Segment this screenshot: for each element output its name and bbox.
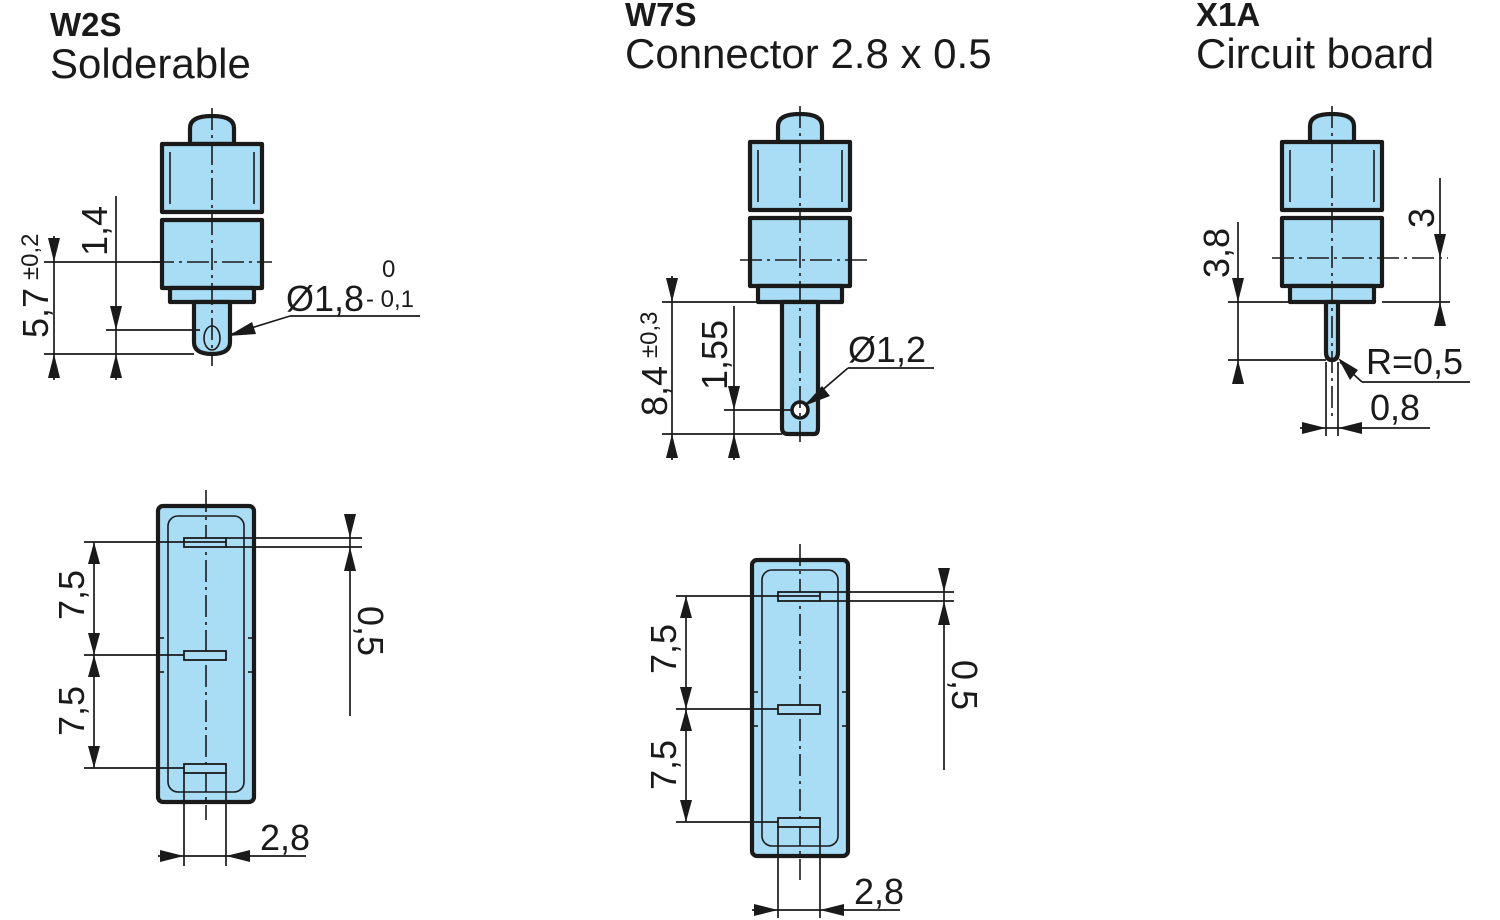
w2s-diameter-dim: Ø1,8 [286,278,364,319]
x1a-height-dim: 3,8 [1196,228,1237,278]
w2s-tab-thickness-dim: 0,5 [350,606,391,656]
x1a-pin-width-dim: 0,8 [1370,387,1420,428]
w7s-height-dim: 8,4 [634,366,675,416]
variant-title-x1a: Circuit board [1196,30,1435,77]
w7s-diameter-dim: Ø1,2 [848,329,926,370]
heading-w7s: W7S Connector 2.8 x 0.5 [625,0,992,75]
w7s-side-view: 8,4 ±0,3 1,55 Ø1,2 [634,106,934,460]
w2s-pitch-b-dim: 7,5 [51,686,92,736]
w2s-tab-width-dim: 2,8 [260,817,310,858]
w2s-offset-dim: 1,4 [74,206,115,256]
variant-title-w7s: Connector 2.8 x 0.5 [625,30,992,77]
variant-code-w2s: W2S [50,6,122,43]
w2s-top-view: 7,5 7,5 0,5 2,8 [51,490,391,866]
variant-title-w2s: Solderable [50,40,251,87]
heading-w2s: W2S Solderable [50,8,251,85]
w7s-tab-thickness-dim: 0,5 [944,660,985,710]
w2s-diameter-tol-upper: 0 [382,256,395,283]
w7s-terminal-2 [777,704,821,715]
x1a-offset-dim: 3 [1401,208,1442,228]
w2s-diameter-tol-lower: - 0,1 [366,286,414,313]
w2s-terminal-3 [183,763,227,774]
w2s-terminal-2 [183,650,227,661]
w7s-pitch-b-dim: 7,5 [643,740,684,790]
w2s-side-view: 5,7 ±0,2 1,4 Ø1,8 0 - 0,1 [15,108,420,380]
variant-code-w7s: W7S [625,0,697,33]
w2s-height-tolerance: ±0,2 [17,233,44,280]
w7s-pitch-a-dim: 7,5 [643,624,684,674]
w7s-top-view: 7,5 7,5 0,5 2,8 [643,544,985,918]
x1a-side-view: 3,8 3 R=0,5 0,8 [1196,106,1470,436]
w7s-height-tolerance: ±0,3 [636,311,663,358]
w7s-offset-dim: 1,55 [694,320,735,390]
w7s-tab-width-dim: 2,8 [854,871,904,912]
x1a-radius-dim: R=0,5 [1366,341,1463,382]
w2s-pitch-a-dim: 7,5 [51,570,92,620]
w7s-terminal-3 [777,817,821,828]
w2s-height-dim: 5,7 [15,288,56,338]
heading-x1a: X1A Circuit board [1196,0,1434,75]
variant-code-x1a: X1A [1196,0,1261,33]
